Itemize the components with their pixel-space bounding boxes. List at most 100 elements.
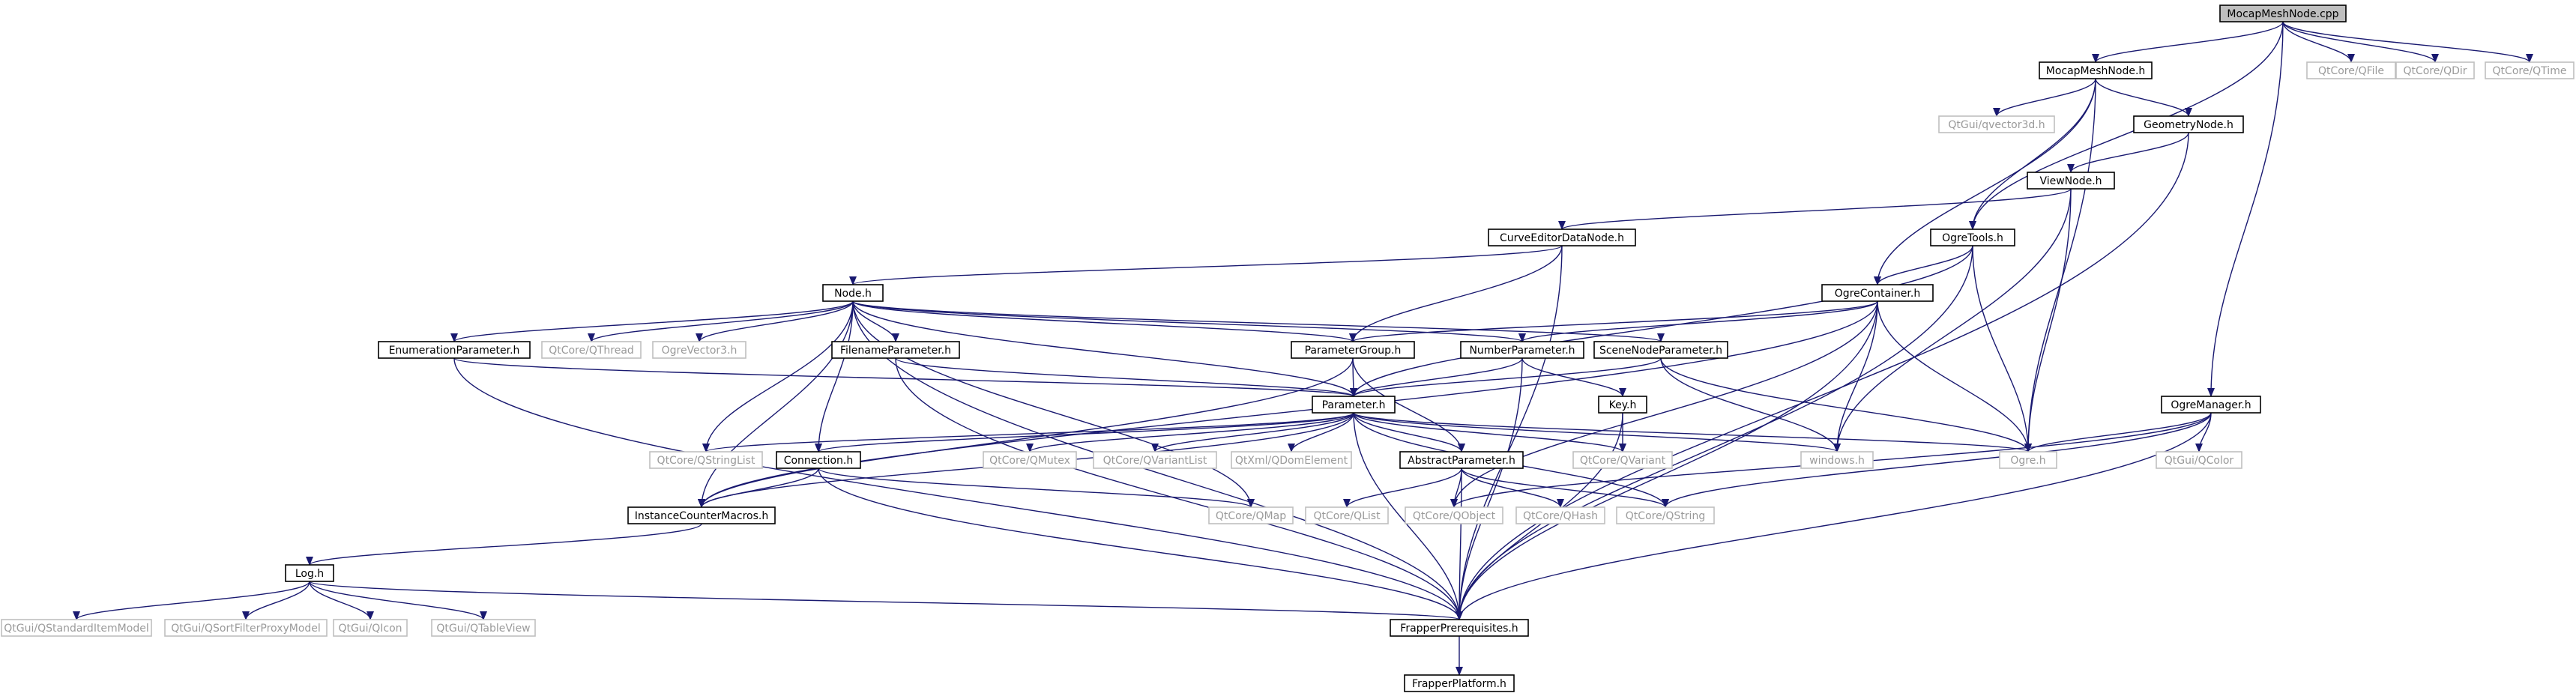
node-qtxml-qdomelement[interactable]: QtXml/QDomElement <box>1231 451 1352 469</box>
edge-mocapmeshnode-h-to-ogrecontainer-h <box>1874 78 2096 285</box>
node-ogretools-h[interactable]: OgreTools.h <box>1930 229 2015 246</box>
node-label: NumberParameter.h <box>1469 345 1575 357</box>
node-qtgui-qsortfilterproxymodel[interactable]: QtGui/QSortFilterProxyModel <box>164 619 328 637</box>
node-mocapmeshnode-h[interactable]: MocapMeshNode.h <box>2039 61 2153 79</box>
node-windows-h[interactable]: windows.h <box>1800 451 1874 469</box>
node-qtgui-qcolor[interactable]: QtGui/QColor <box>2156 451 2242 469</box>
node-log-h[interactable]: Log.h <box>285 564 334 582</box>
node-qtgui-qvector3d-h[interactable]: QtGui/qvector3d.h <box>1938 115 2055 133</box>
node-label: QtCore/QFile <box>2318 65 2384 77</box>
edge-node-h-to-ogrevector3-h <box>696 300 854 342</box>
edge-viewnode-h-to-ogre-h <box>2024 188 2072 453</box>
node-connection-h[interactable]: Connection.h <box>776 451 861 469</box>
edge-node-h-to-qtcore-qstringlist <box>702 300 854 453</box>
node-box <box>1 619 152 637</box>
edge-ogremanager-h-to-qtcore-qstring <box>1662 412 2212 508</box>
node-label: FilenameParameter.h <box>840 345 951 357</box>
edge-connection-h-to-qtcore-qmap <box>818 467 1255 508</box>
node-qtcore-qstringlist[interactable]: QtCore/QStringList <box>649 451 763 469</box>
node-label: Connection.h <box>784 455 854 467</box>
node-box <box>1093 451 1217 469</box>
node-box <box>652 341 746 359</box>
node-qtcore-qmap[interactable]: QtCore/QMap <box>1208 506 1294 524</box>
node-enumerationparameter-h[interactable]: EnumerationParameter.h <box>378 341 531 359</box>
node-box <box>1616 506 1715 524</box>
node-label: Log.h <box>295 568 324 580</box>
node-box <box>649 451 763 469</box>
node-ogremanager-h[interactable]: OgreManager.h <box>2161 396 2261 414</box>
node-label: QtXml/QDomElement <box>1235 455 1348 467</box>
node-ogre-h[interactable]: Ogre.h <box>1999 451 2057 469</box>
edge-ogrecontainer-h-to-parametergroup-h <box>1349 300 1878 342</box>
node-label: QtGui/QIcon <box>338 623 402 635</box>
node-qtcore-qdir[interactable]: QtCore/QDir <box>2395 61 2475 79</box>
node-geometrynode-h[interactable]: GeometryNode.h <box>2133 115 2244 133</box>
node-qtgui-qtableview[interactable]: QtGui/QTableView <box>431 619 536 637</box>
node-parameter-h[interactable]: Parameter.h <box>1312 396 1396 414</box>
edge-ogrecontainer-h-to-windows-h <box>1833 300 1878 453</box>
node-filenameparameter-h[interactable]: FilenameParameter.h <box>831 341 960 359</box>
edge-abstractparameter-h-to-qtcore-qhash <box>1461 467 1564 508</box>
edge-geometrynode-h-to-frapperprerequisites-h <box>1456 132 2189 620</box>
node-label: EnumerationParameter.h <box>389 345 520 357</box>
edge-node-h-to-scenenodeparameter-h <box>852 300 1665 342</box>
node-frapperplatform-h[interactable]: FrapperPlatform.h <box>1404 674 1515 692</box>
node-qtgui-qstandarditemmodel[interactable]: QtGui/QStandardItemModel <box>1 619 152 637</box>
node-numberparameter-h[interactable]: NumberParameter.h <box>1460 341 1584 359</box>
node-qtcore-qthread[interactable]: QtCore/QThread <box>541 341 642 359</box>
node-label: OgreTools.h <box>1942 232 2003 244</box>
edge-mocapmeshnode-cpp-to-qtcore-qdir <box>2282 21 2439 63</box>
edge-abstractparameter-h-to-qtcore-qstring <box>1461 467 1669 508</box>
node-key-h[interactable]: Key.h <box>1598 396 1647 414</box>
node-scenenodeparameter-h[interactable]: SceneNodeParameter.h <box>1593 341 1728 359</box>
node-label: QtCore/QDir <box>2403 65 2467 77</box>
node-label: QtCore/QVariantList <box>1103 455 1207 467</box>
node-box <box>1515 506 1605 524</box>
node-qtcore-qtime[interactable]: QtCore/QTime <box>2485 61 2575 79</box>
node-curveeditordatanode-h[interactable]: CurveEditorDataNode.h <box>1488 229 1636 246</box>
node-qtcore-qvariant[interactable]: QtCore/QVariant <box>1572 451 1673 469</box>
edge-curveeditordatanode-h-to-parametergroup-h <box>1349 245 1563 342</box>
node-viewnode-h[interactable]: ViewNode.h <box>2027 172 2115 190</box>
edge-curveeditordatanode-h-to-frapperprerequisites-h <box>1456 245 1563 620</box>
node-ogrecontainer-h[interactable]: OgreContainer.h <box>1821 284 1934 302</box>
node-qtcore-qlist[interactable]: QtCore/QList <box>1305 506 1389 524</box>
node-mocapmeshnode-cpp[interactable]: MocapMeshNode.cpp <box>2219 4 2347 22</box>
node-ogrevector3-h[interactable]: OgreVector3.h <box>652 341 746 359</box>
node-box <box>1231 451 1352 469</box>
node-parametergroup-h[interactable]: ParameterGroup.h <box>1291 341 1415 359</box>
node-label: windows.h <box>1809 455 1865 467</box>
edge-parameter-h-to-windows-h <box>1353 412 1841 453</box>
node-box <box>983 451 1077 469</box>
node-box <box>2161 396 2261 414</box>
node-qtgui-qicon[interactable]: QtGui/QIcon <box>333 619 408 637</box>
node-instancecountermacros-h[interactable]: InstanceCounterMacros.h <box>627 506 776 524</box>
edge-log-h-to-qtgui-qicon <box>309 581 374 620</box>
edge-mocapmeshnode-cpp-to-qtcore-qtime <box>2282 21 2533 63</box>
node-box <box>2485 61 2575 79</box>
node-label: QtCore/QThread <box>549 345 634 357</box>
node-qtcore-qhash[interactable]: QtCore/QHash <box>1515 506 1605 524</box>
node-abstractparameter-h[interactable]: AbstractParameter.h <box>1399 451 1524 469</box>
node-frapperprerequisites-h[interactable]: FrapperPrerequisites.h <box>1390 619 1529 637</box>
node-box <box>627 506 776 524</box>
node-label: InstanceCounterMacros.h <box>635 510 768 522</box>
edge-ogretools-h-to-ogrecontainer-h <box>1874 245 1973 285</box>
edge-log-h-to-frapperprerequisites-h <box>309 581 1463 620</box>
node-qtcore-qmutex[interactable]: QtCore/QMutex <box>983 451 1077 469</box>
node-qtcore-qobject[interactable]: QtCore/QObject <box>1405 506 1503 524</box>
node-qtcore-qstring[interactable]: QtCore/QString <box>1616 506 1715 524</box>
node-node-h[interactable]: Node.h <box>822 284 884 302</box>
node-box <box>831 341 960 359</box>
edge-ogretools-h-to-parameter-h <box>1350 245 1973 397</box>
edge-mocapmeshnode-cpp-to-qtcore-qfile <box>2282 21 2355 63</box>
edge-node-h-to-numberparameter-h <box>852 300 1526 342</box>
edge-ogrecontainer-h-to-instancecountermacros-h <box>698 300 1878 508</box>
node-qtcore-qvariantlist[interactable]: QtCore/QVariantList <box>1093 451 1217 469</box>
edge-curveeditordatanode-h-to-node-h <box>849 245 1563 285</box>
edge-abstractparameter-h-to-frapperprerequisites-h <box>1456 467 1464 620</box>
node-label: Ogre.h <box>2010 455 2045 467</box>
node-label: SceneNodeParameter.h <box>1599 345 1722 357</box>
node-qtcore-qfile[interactable]: QtCore/QFile <box>2306 61 2396 79</box>
